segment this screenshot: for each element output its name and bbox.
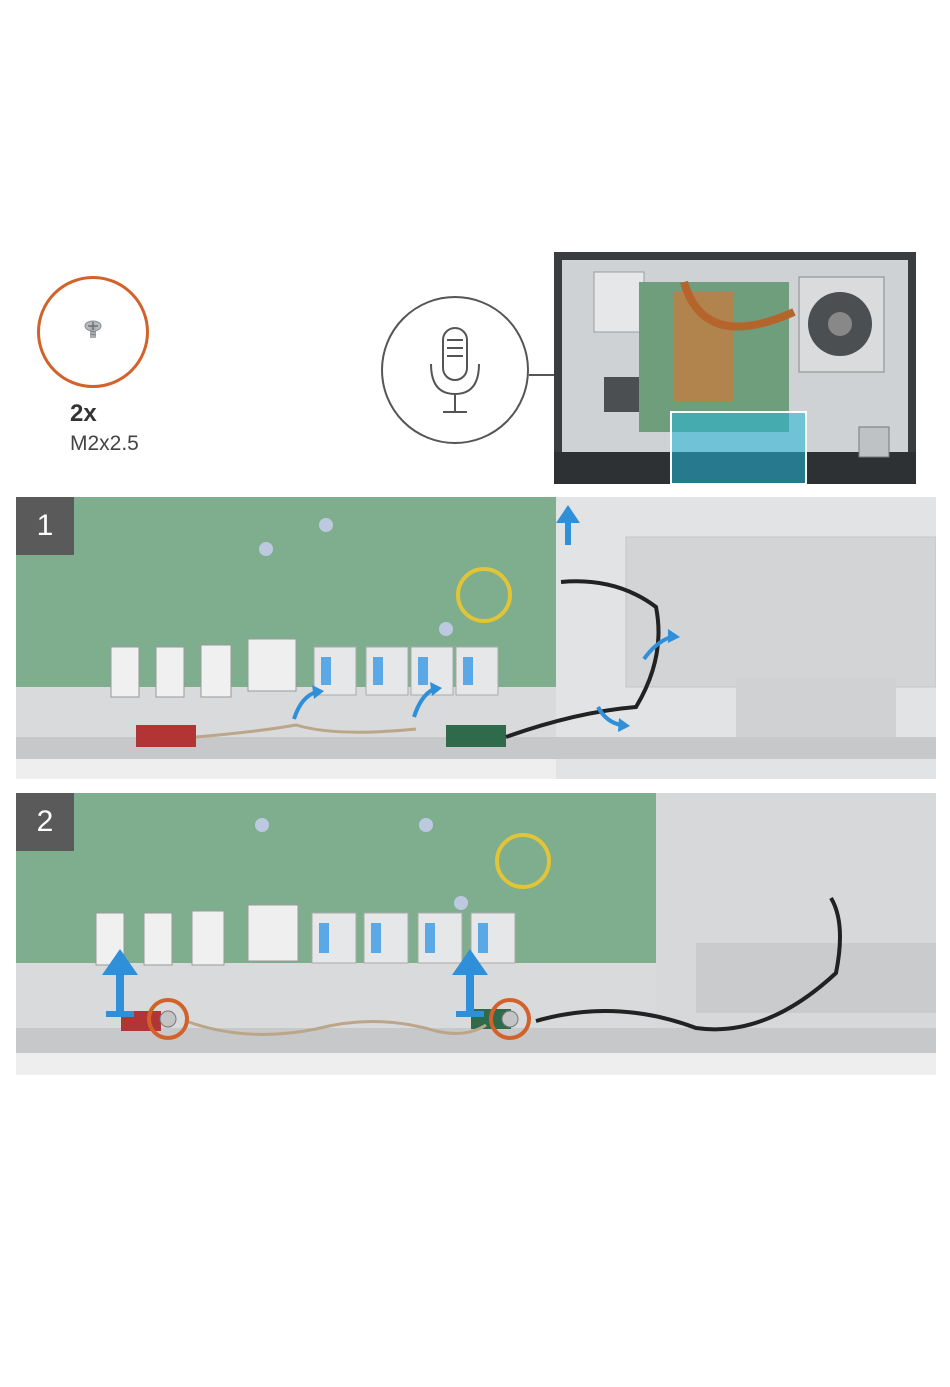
chassis-overview-image <box>554 252 916 484</box>
step-1-badge: 1 <box>16 497 74 555</box>
screw-legend-circle <box>37 276 149 388</box>
step-1-image <box>16 497 936 779</box>
screw-icon <box>40 279 146 385</box>
step-2-image <box>16 793 936 1075</box>
screw-quantity: 2x <box>70 400 97 428</box>
screw-size-label: M2x2.5 <box>70 432 139 456</box>
microphone-callout <box>381 296 529 444</box>
microphone-icon <box>383 298 527 442</box>
step-2-badge: 2 <box>16 793 74 851</box>
